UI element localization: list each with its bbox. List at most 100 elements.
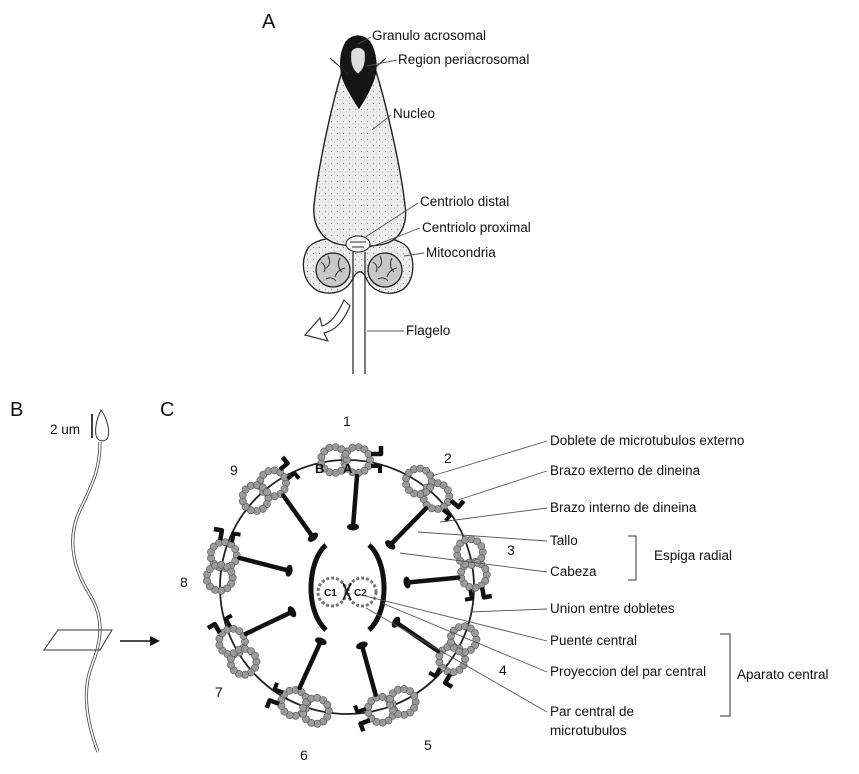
doublet-number-7: 7 — [215, 684, 223, 700]
sperm-head-small — [96, 410, 109, 441]
mitochondrion-left — [316, 253, 350, 287]
label-acrosomal-granule: Granulo acrosomal — [372, 28, 486, 43]
doublet-number-8: 8 — [180, 574, 188, 590]
tubulin-bead — [342, 450, 349, 457]
outer-doublet — [216, 625, 260, 678]
radial-spoke-head — [347, 524, 359, 531]
tubulin-bead — [263, 488, 270, 495]
inner-dynein-arm — [355, 705, 366, 712]
radial-spoke-stalk — [239, 558, 289, 571]
outer-dynein-arm — [208, 624, 220, 633]
sperm-head-illustration — [303, 36, 412, 374]
outer-dynein-arm — [267, 700, 279, 708]
inner-dynein-arm — [232, 534, 241, 543]
radial-spoke-head — [403, 576, 412, 589]
mitochondrion-right — [368, 253, 402, 287]
outer-doublet — [436, 623, 480, 676]
label-central-projection: Proyeccion del par central — [550, 664, 706, 679]
doublet-number-2: 2 — [444, 450, 452, 466]
panel-a: A — [262, 11, 531, 374]
rotation-arrow — [305, 300, 350, 341]
central-bridge — [343, 583, 351, 600]
outer-dynein-arm — [445, 674, 452, 687]
leader-outer-dynein — [458, 471, 547, 500]
outer-dynein-arm — [371, 446, 381, 454]
radial-spoke-head — [285, 564, 294, 577]
outer-doublet — [278, 686, 333, 727]
panel-b: B 2 um — [10, 399, 160, 752]
inner-dynein-arm — [465, 590, 472, 600]
label-proximal-centriole: Centriolo proximal — [422, 220, 531, 235]
arrow-head — [150, 636, 160, 646]
doublet-number-1: 1 — [343, 413, 351, 429]
radial-spoke-stalk — [353, 476, 357, 527]
outer-doublet — [239, 467, 289, 515]
radial-spoke-stalk — [407, 578, 458, 583]
label-tubule-b: B — [315, 461, 324, 476]
doublet-number-6: 6 — [300, 747, 308, 763]
label-radial-spoke: Espiga radial — [654, 548, 732, 563]
label-outer-dynein-arm: Brazo externo de dineina — [550, 463, 701, 478]
tubulin-bead — [228, 568, 235, 575]
outer-dynein-arm — [482, 588, 492, 598]
radial-spoke-stalk — [362, 645, 376, 694]
radial-spoke-stalk — [396, 622, 438, 651]
doublet-number-5: 5 — [424, 737, 432, 753]
bracket-central-apparatus — [720, 634, 730, 716]
radial-spoke-stalk — [246, 612, 292, 634]
label-tubule-a: A — [343, 461, 353, 476]
panel-c-letter: C — [160, 399, 174, 421]
leader-nexin — [470, 609, 547, 612]
doublet-number-4: 4 — [499, 662, 507, 678]
radial-spoke-stalk — [390, 508, 426, 545]
outer-doublet — [454, 536, 491, 592]
leader-stalk — [418, 532, 547, 541]
label-c1: C1 — [324, 588, 337, 599]
tubulin-bead — [427, 472, 434, 479]
panel-c: C C1 C2 B A 1 2 3 4 5 6 7 8 9 — [160, 399, 829, 763]
panel-a-letter: A — [262, 11, 276, 33]
label-distal-centriole: Centriolo distal — [420, 194, 509, 209]
outer-dynein-arm — [361, 720, 370, 731]
label-central-apparatus: Aparato central — [737, 667, 829, 682]
central-apparatus: C1 C2 — [311, 545, 384, 630]
label-nucleus: Nucleo — [393, 106, 435, 121]
outer-doublet — [203, 539, 240, 595]
tubulin-bead — [411, 692, 418, 699]
label-flagellum: Flagelo — [406, 323, 450, 338]
tubulin-bead — [471, 630, 478, 637]
section-plane — [44, 630, 112, 650]
radial-spoke-stalk — [300, 641, 321, 688]
inner-dynein-arm — [275, 683, 284, 693]
label-stalk: Tallo — [550, 533, 578, 548]
panel-b-letter: B — [10, 399, 23, 421]
sperm-tail-core — [73, 442, 100, 752]
label-central-pair-line2: microtubulos — [550, 723, 627, 738]
tubulin-bead — [232, 546, 239, 553]
label-mitochondria: Mitocondria — [426, 245, 496, 260]
tubulin-bead — [478, 543, 485, 550]
scale-bar-label: 2 um — [50, 422, 80, 437]
label-nexin-link: Union entre dobletes — [550, 601, 675, 616]
tubulin-bead — [324, 701, 331, 708]
centrioles — [346, 236, 370, 252]
label-head: Cabeza — [550, 564, 597, 579]
inner-dynein-arm — [429, 668, 440, 676]
outer-dynein-arm — [280, 457, 288, 470]
radial-spoke-stalk — [283, 496, 313, 538]
label-outer-doublet: Doblete de microtubulos externo — [550, 433, 744, 448]
label-central-bridge: Puente central — [550, 633, 637, 648]
leader-inner-dynein — [440, 508, 547, 522]
inner-dynein-arm — [371, 466, 380, 473]
label-periacrosomal-region: Region periacrosomal — [398, 52, 529, 67]
outer-dynein-arm — [214, 529, 222, 540]
tubulin-bead — [444, 487, 451, 494]
outer-dynein-arm — [451, 501, 464, 508]
doublet-number-3: 3 — [507, 542, 515, 558]
label-c2: C2 — [354, 588, 367, 599]
tubulin-bead — [482, 565, 489, 572]
label-inner-dynein-arm: Brazo interno de dineina — [550, 500, 697, 515]
tubulin-bead — [251, 652, 258, 659]
bracket-radial-spoke — [628, 536, 636, 580]
